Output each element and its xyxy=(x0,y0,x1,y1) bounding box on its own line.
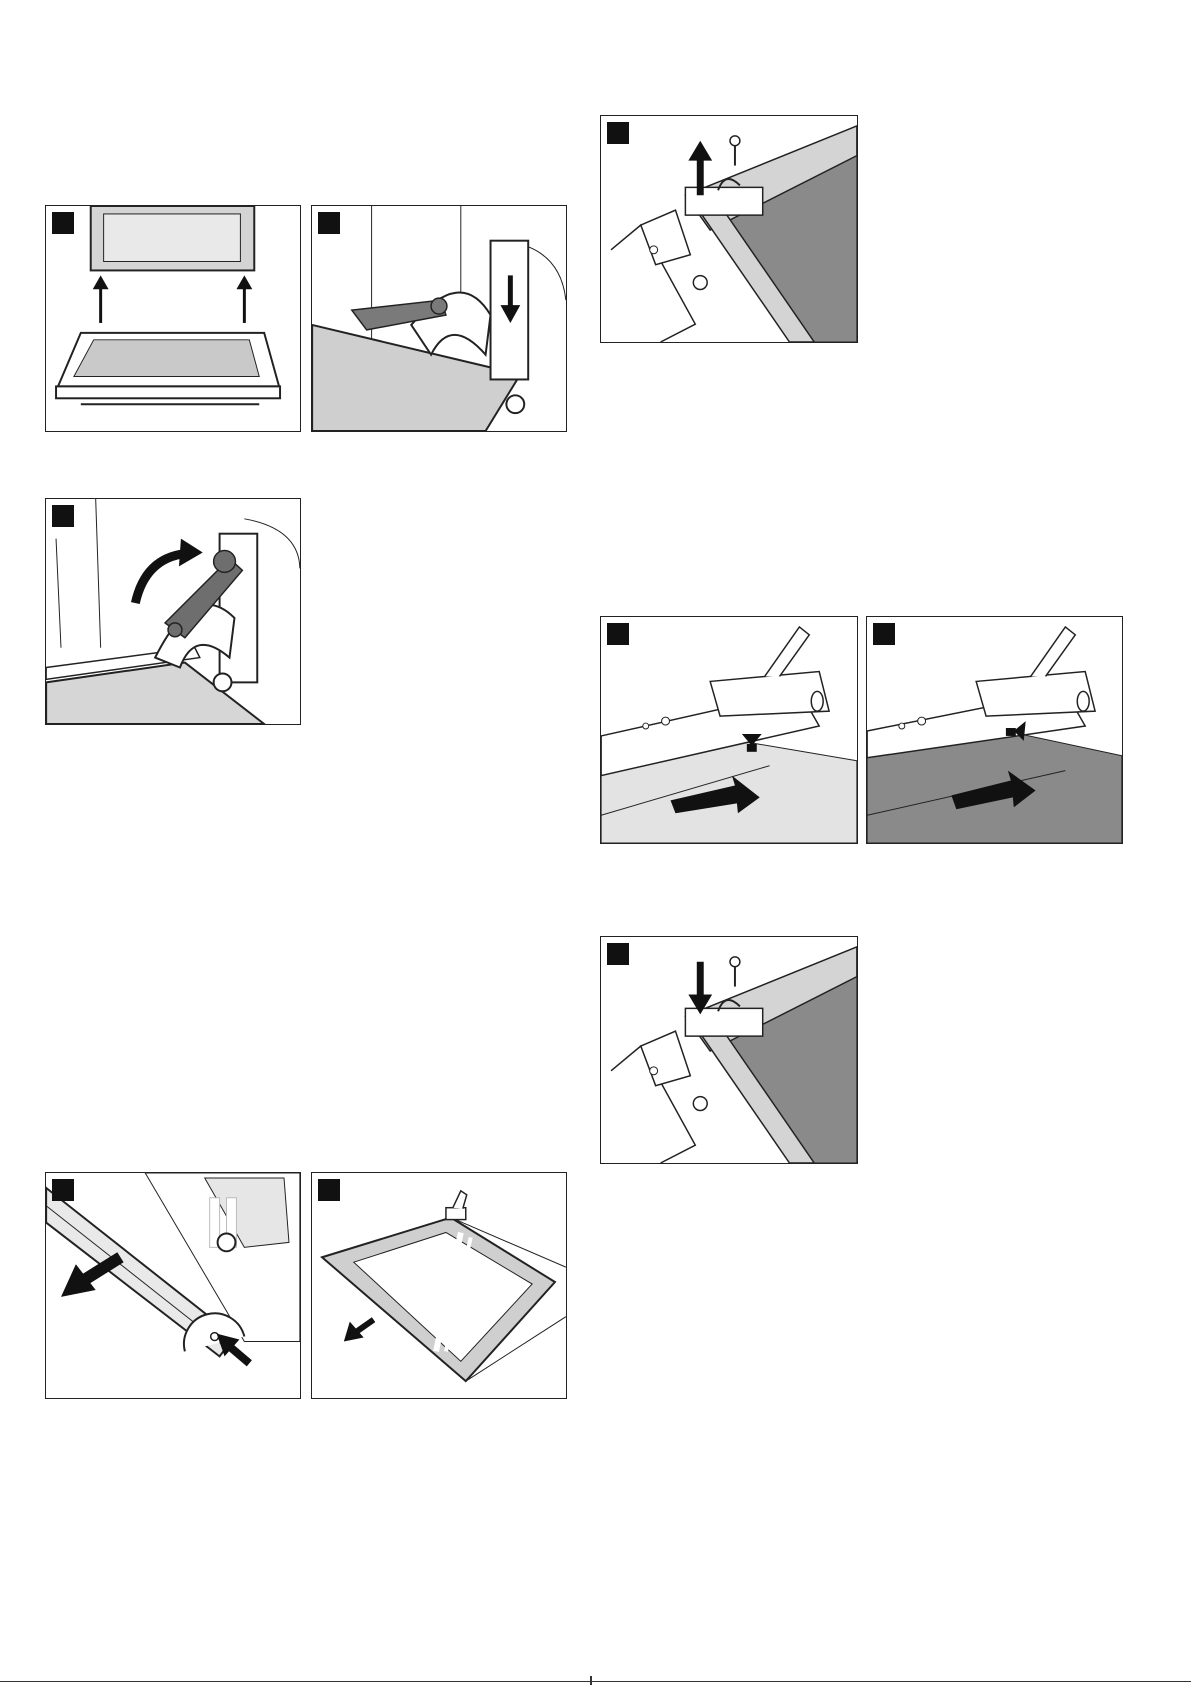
figure-glass-insert-1 xyxy=(600,616,858,844)
step-marker xyxy=(607,623,629,645)
footer-rule xyxy=(0,1681,1191,1682)
hinge-lever-illustration xyxy=(46,499,300,724)
bracket-screw-illustration xyxy=(601,937,857,1163)
figure-bracket-screw xyxy=(600,936,858,1164)
screw-icon xyxy=(730,136,740,166)
step-marker xyxy=(607,943,629,965)
figure-hinge-lock xyxy=(311,205,567,432)
step-marker xyxy=(318,1179,340,1201)
figure-hinge-lever xyxy=(45,498,301,725)
footer-separator xyxy=(590,1676,592,1685)
down-left-arrow-icon xyxy=(61,1257,120,1297)
step-marker xyxy=(52,1179,74,1201)
glass-remove-illustration xyxy=(312,1173,566,1398)
up-arrow-icon xyxy=(93,275,109,323)
up-arrow-icon xyxy=(236,275,252,323)
figure-glass-insert-2 xyxy=(866,616,1123,844)
figure-trim-remove xyxy=(45,1172,301,1399)
glass-insert-1-illustration xyxy=(601,617,857,843)
hinge-lock-illustration xyxy=(312,206,566,431)
step-marker xyxy=(52,505,74,527)
door-lift-illustration xyxy=(46,206,300,431)
figure-bracket-unscrew xyxy=(600,115,858,343)
step-marker xyxy=(873,623,895,645)
step-marker xyxy=(318,212,340,234)
curved-arrow-icon xyxy=(135,539,202,603)
step-marker xyxy=(52,212,74,234)
step-marker xyxy=(607,122,629,144)
glass-insert-2-illustration xyxy=(867,617,1122,843)
figure-glass-remove xyxy=(311,1172,567,1399)
down-left-arrow-icon xyxy=(344,1320,374,1342)
trim-remove-illustration xyxy=(46,1173,300,1398)
bracket-unscrew-illustration xyxy=(601,116,857,342)
figure-door-lift xyxy=(45,205,301,432)
screw-icon xyxy=(730,957,740,987)
